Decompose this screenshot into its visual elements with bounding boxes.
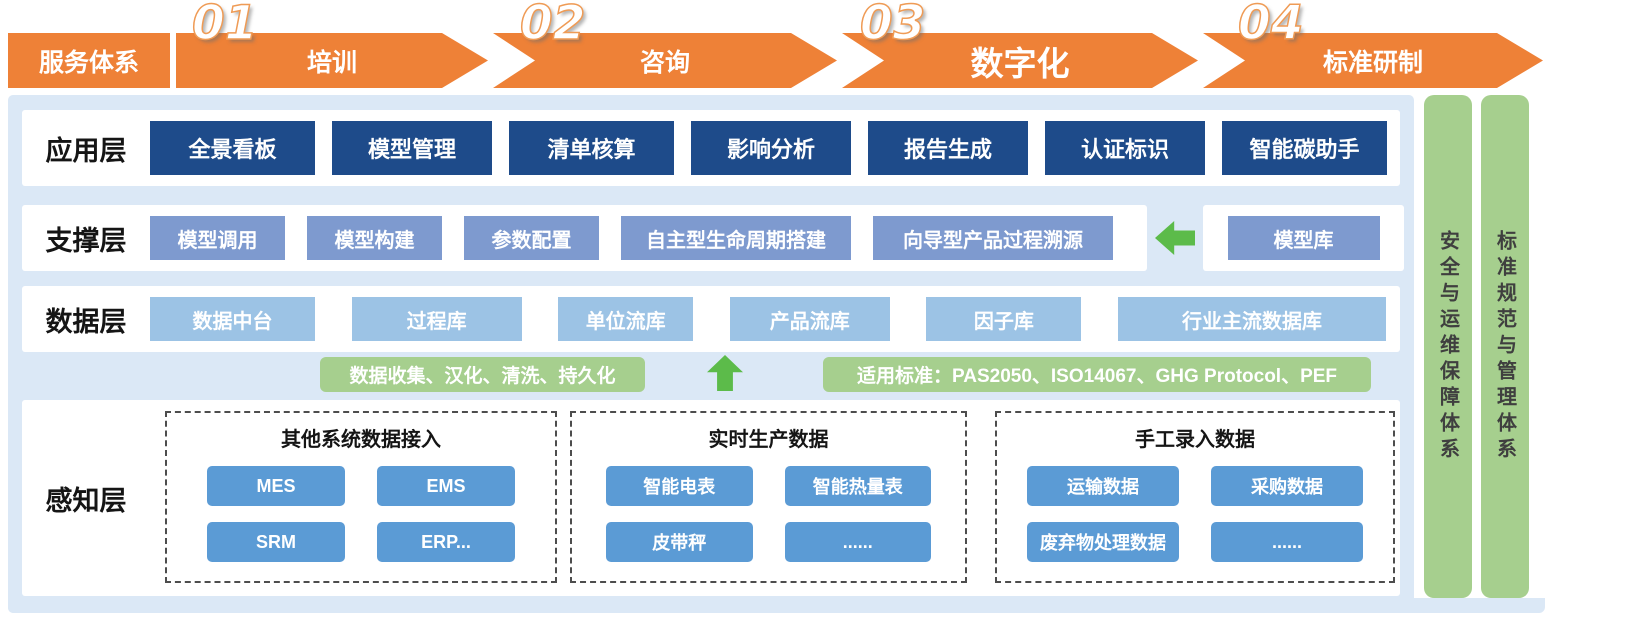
banner-step-number-04: 04 — [1237, 0, 1304, 52]
perception-item-mes: MES — [207, 466, 345, 506]
model-library-strip: 模型库 — [1203, 205, 1404, 271]
banner-step-consulting-label: 咨询 — [639, 48, 690, 77]
support-item-parameter-config: 参数配置 — [464, 216, 599, 260]
group-realtime-production: 实时生产数据 智能电表 智能热量表 皮带秤 ...... — [570, 411, 967, 583]
group-other-systems-items: MES EMS SRM ERP... — [167, 452, 555, 562]
perception-item-srm: SRM — [207, 522, 345, 562]
group-realtime-production-items: 智能电表 智能热量表 皮带秤 ...... — [572, 452, 965, 562]
perception-item-smart-meter: 智能电表 — [606, 466, 753, 506]
panel-footer-strip — [8, 598, 1545, 613]
group-manual-entry-title: 手工录入数据 — [1135, 429, 1255, 451]
support-layer-items: 模型调用 模型构建 参数配置 自主型生命周期搭建 向导型产品过程溯源 — [150, 216, 1113, 260]
banner-step-digitalization-label: 数字化 — [970, 44, 1070, 82]
data-item-middle-platform: 数据中台 — [150, 297, 315, 341]
app-item-inventory-accounting: 清单核算 — [509, 121, 674, 175]
banner-step-number-03: 03 — [859, 0, 926, 52]
group-manual-entry-items: 运输数据 采购数据 废弃物处理数据 ...... — [997, 452, 1393, 562]
data-item-industry-database: 行业主流数据库 — [1117, 297, 1386, 341]
banner-step-digitalization: 数字化 — [842, 33, 1198, 88]
group-other-systems-title: 其他系统数据接入 — [281, 429, 441, 451]
group-realtime-production-title: 实时生产数据 — [708, 429, 829, 451]
perception-item-waste-data: 废弃物处理数据 — [1027, 522, 1179, 562]
sidebar-security-ops-label: 安全与运维保障体系 — [1436, 229, 1459, 464]
banner-step-standards: 标准研制 — [1203, 33, 1543, 88]
data-layer-row: 数据层 数据中台 过程库 单位流库 产品流库 因子库 行业主流数据库 — [22, 286, 1400, 352]
banner-step-number-01: 01 — [191, 0, 258, 52]
sidebar-security-ops-system: 安全与运维保障体系 — [1424, 95, 1472, 598]
support-layer-label: 支撑层 — [45, 225, 127, 256]
app-item-model-management: 模型管理 — [332, 121, 492, 175]
sidebar-standards-management-system: 标准规范与管理体系 — [1481, 95, 1529, 598]
support-item-model-invoke: 模型调用 — [150, 216, 285, 260]
application-layer-items: 全景看板 模型管理 清单核算 影响分析 报告生成 认证标识 智能碳助手 — [150, 121, 1387, 175]
perception-layer-row: 感知层 其他系统数据接入 MES EMS SRM ERP... 实时生产数据 智… — [22, 400, 1400, 596]
perception-item-more-manual: ...... — [1211, 522, 1363, 562]
perception-item-heat-meter: 智能热量表 — [784, 466, 931, 506]
perception-item-more-realtime: ...... — [784, 522, 931, 562]
app-item-carbon-assistant: 智能碳助手 — [1222, 121, 1387, 175]
perception-item-transport-data: 运输数据 — [1027, 466, 1179, 506]
application-layer-row: 应用层 全景看板 模型管理 清单核算 影响分析 报告生成 认证标识 智能碳助手 — [22, 110, 1400, 186]
data-item-factor-library: 因子库 — [926, 297, 1082, 341]
banner-step-number-02: 02 — [519, 0, 586, 52]
support-item-model-build: 模型构建 — [307, 216, 442, 260]
data-pipeline-label: 数据收集、汉化、清洗、持久化 — [320, 357, 645, 392]
app-item-certification-mark: 认证标识 — [1045, 121, 1205, 175]
perception-item-belt-scale: 皮带秤 — [606, 522, 753, 562]
perception-layer-label: 感知层 — [45, 485, 127, 516]
applicable-standards-label: 适用标准：PAS2050、ISO14067、GHG Protocol、PEF — [823, 357, 1371, 392]
data-item-product-flow-library: 产品流库 — [729, 297, 890, 341]
banner-step-consulting: 咨询 — [493, 33, 837, 88]
application-layer-label: 应用层 — [45, 135, 127, 166]
support-layer-row: 支撑层 模型调用 模型构建 参数配置 自主型生命周期搭建 向导型产品过程溯源 — [22, 205, 1147, 271]
support-item-lifecycle-builder: 自主型生命周期搭建 — [621, 216, 851, 260]
group-other-systems: 其他系统数据接入 MES EMS SRM ERP... — [165, 411, 557, 583]
perception-item-procurement-data: 采购数据 — [1211, 466, 1363, 506]
support-item-model-library: 模型库 — [1227, 216, 1380, 260]
data-layer-items: 数据中台 过程库 单位流库 产品流库 因子库 行业主流数据库 — [150, 297, 1400, 341]
data-item-process-library: 过程库 — [351, 297, 522, 341]
app-item-panorama-dashboard: 全景看板 — [150, 121, 315, 175]
group-manual-entry: 手工录入数据 运输数据 采购数据 废弃物处理数据 ...... — [995, 411, 1395, 583]
sidebar-standards-management-label: 标准规范与管理体系 — [1493, 229, 1516, 464]
banner-step-standards-label: 标准研制 — [1322, 48, 1423, 77]
banner-step-training: 培训 — [176, 33, 488, 88]
support-item-product-process-trace: 向导型产品过程溯源 — [873, 216, 1113, 260]
service-system-label: 服务体系 — [8, 33, 170, 88]
perception-item-ems: EMS — [377, 466, 515, 506]
data-item-unit-flow-library: 单位流库 — [558, 297, 694, 341]
data-layer-label: 数据层 — [45, 306, 127, 337]
perception-item-erp: ERP... — [377, 522, 515, 562]
app-item-impact-analysis: 影响分析 — [691, 121, 851, 175]
app-item-report-generation: 报告生成 — [868, 121, 1028, 175]
banner-step-training-label: 培训 — [306, 48, 357, 77]
